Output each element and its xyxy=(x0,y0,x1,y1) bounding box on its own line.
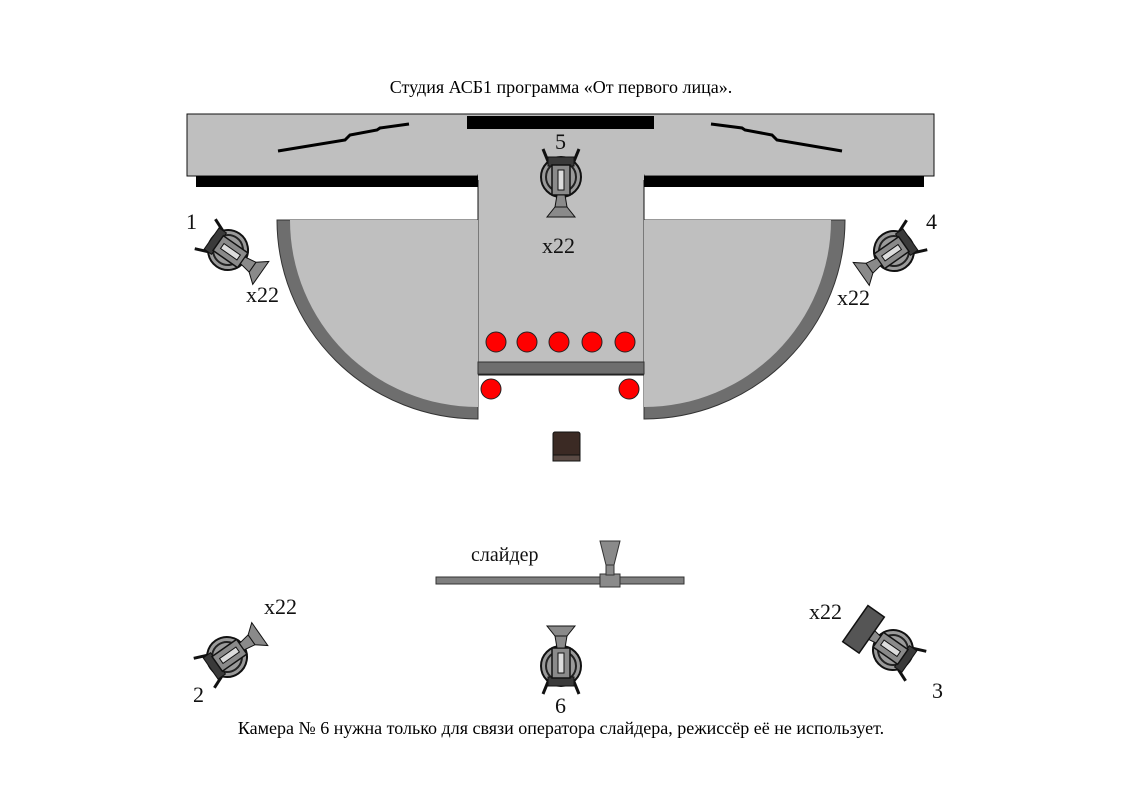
led-strip-left xyxy=(196,176,478,187)
camera-5-zoom: x22 xyxy=(542,233,575,258)
camera-1-zoom: x22 xyxy=(246,282,279,307)
camera-5-number: 5 xyxy=(555,129,566,154)
guest-seat xyxy=(614,331,636,353)
camera-3-zoom: x22 xyxy=(809,599,842,624)
stage-right-half xyxy=(643,219,846,420)
guest-seat xyxy=(548,331,570,353)
camera-slider xyxy=(435,540,685,588)
led-strip-right xyxy=(644,176,924,187)
stair-line-right xyxy=(710,122,843,153)
camera-2-number: 2 xyxy=(193,682,204,707)
host-seat-right xyxy=(618,378,640,400)
guests-row xyxy=(480,331,640,400)
camera-1 xyxy=(192,216,274,291)
camera-4 xyxy=(848,217,930,292)
guest-seat xyxy=(581,331,603,353)
page-title: Студия АСБ1 программа «От первого лица». xyxy=(390,77,732,97)
presenter-chair xyxy=(552,431,581,462)
camera-2 xyxy=(191,616,273,691)
host-seat-left xyxy=(480,378,502,400)
video-screen-top xyxy=(467,116,654,129)
camera-6-number: 6 xyxy=(555,693,566,718)
camera-4-number: 4 xyxy=(926,209,937,234)
camera-2-zoom: x22 xyxy=(264,594,297,619)
stage-left-half xyxy=(276,219,479,420)
camera-3-number: 3 xyxy=(932,678,943,703)
camera-1-number: 1 xyxy=(186,209,197,234)
guest-desk xyxy=(477,361,645,375)
slider-label: слайдер xyxy=(471,544,539,566)
guest-seat xyxy=(485,331,507,353)
guest-seat xyxy=(516,331,538,353)
footnote: Камера № 6 нужна только для связи операт… xyxy=(238,718,884,738)
camera-3 xyxy=(841,604,929,684)
camera-4-zoom: x22 xyxy=(837,285,870,310)
stair-line-left xyxy=(277,122,410,153)
camera-6 xyxy=(539,624,583,696)
